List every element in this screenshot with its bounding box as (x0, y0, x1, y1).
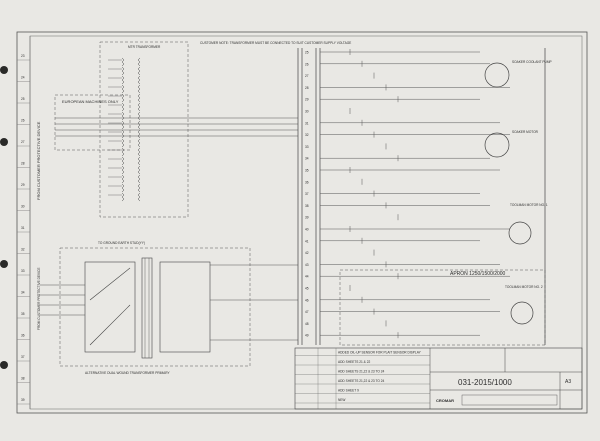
rung-number: 39 (305, 216, 309, 220)
inner-border (29, 35, 583, 410)
binder-hole (0, 66, 8, 74)
rung-number: 48 (305, 322, 309, 326)
scale-number: 31 (21, 226, 25, 230)
motor-label: TOOLMAN MOTOR NO. 1 (510, 203, 548, 207)
scale-number: 24 (21, 76, 25, 80)
scale-number: 34 (21, 291, 25, 295)
toolman-region (339, 269, 546, 346)
revision-desc: ADD SHEETS 21,22 & 23 TO 24 (338, 379, 385, 383)
transformer-coils (108, 57, 141, 202)
revision-desc: ADD SHEET 9 (338, 389, 359, 393)
motor-label: SOAKER MOTOR (512, 130, 539, 134)
drawing-number: 031-2015/1000 (458, 378, 512, 387)
scale-number: 37 (21, 355, 25, 359)
rung-number: 42 (305, 251, 309, 255)
rung-number: 49 (305, 334, 309, 338)
top-note: CUSTOMER NOTE: TRANSFORMER MUST BE CONNE… (200, 41, 351, 45)
revision-desc: NEW (338, 398, 345, 402)
transformer-block: MTR TRANSFORMER (99, 41, 189, 218)
title-block: ADDED OIL-UP SENSOR FOR PLAIT SENSOR DIS… (294, 347, 583, 410)
scale-number: 23 (21, 54, 25, 58)
rung-number: 38 (305, 204, 309, 208)
drawing-border (16, 31, 588, 414)
motor-symbols: SOAKER COOLANT PUMP SOAKER MOTOR TOOLMAN… (484, 60, 552, 325)
ladder-rungs (320, 49, 510, 339)
bus-lines (297, 48, 546, 345)
rung-number: 44 (305, 275, 309, 279)
scale-number: 25 (21, 97, 25, 101)
rung-number: 31 (305, 121, 309, 125)
motor-symbol (508, 221, 532, 245)
alt-transformer-caption: ALTERNATIVE DUAL WOUND TRANSFORMER PRIMA… (85, 371, 171, 375)
vertical-note: FROM CUSTOMER PROTECTIVE DEVICE (37, 268, 41, 330)
scale-number: 26 (21, 119, 25, 123)
scale-number: 38 (21, 377, 25, 381)
rung-number: 26 (305, 62, 309, 66)
scale-number: 33 (21, 269, 25, 273)
alt-transformer-block: TO GROUND EARTH STUD(YY) ALTERNATIVE DUA… (59, 241, 251, 375)
vertical-note: FROM CUSTOMER PROTECTIVE DEVICE (36, 121, 41, 200)
motor-symbol (510, 301, 534, 325)
binder-hole (0, 138, 8, 146)
scale-number: 32 (21, 248, 25, 252)
rung-number: 47 (305, 310, 309, 314)
scale-number: 35 (21, 312, 25, 316)
rung-number: 29 (305, 98, 309, 102)
european-block: EUROPEAN MACHINES ONLY (54, 94, 131, 151)
rung-number: 46 (305, 298, 309, 302)
motor-label: TOOLMAN MOTOR NO. 2 (505, 285, 543, 289)
transformer-title: MTR TRANSFORMER (128, 45, 161, 49)
rung-number: 32 (305, 133, 309, 137)
binder-hole (0, 260, 8, 268)
scale-number: 30 (21, 205, 25, 209)
revision-table: ADDED OIL-UP SENSOR FOR PLAIT SENSOR DIS… (295, 348, 430, 409)
scale-number: 29 (21, 183, 25, 187)
motor-symbol (484, 132, 510, 158)
rung-number: 25 (305, 51, 309, 55)
motor-symbol (484, 62, 510, 88)
rung-numbers: 25 26 27 28 29 30 31 32 33 34 35 36 37 38 39 40 41 42 43 44… (305, 51, 309, 338)
rung-number: 28 (305, 86, 309, 90)
revision-desc: ADD SHEETS 21,22 & 23 TO 24 (338, 370, 385, 374)
sheet-size: A3 (565, 379, 571, 385)
scale-number: 36 (21, 334, 25, 338)
binder-hole (0, 361, 8, 369)
rung-number: 34 (305, 157, 309, 161)
alt-transformer-note: TO GROUND EARTH STUD(YY) (98, 241, 145, 245)
revision-desc: ADDED OIL-UP SENSOR FOR PLAIT SENSOR DIS… (338, 351, 422, 355)
scale-number: 28 (21, 162, 25, 166)
rung-number: 36 (305, 180, 309, 184)
model-label: APRON 1250/1500/2000 (450, 271, 506, 277)
european-title: EUROPEAN MACHINES ONLY (62, 99, 119, 104)
rung-number: 45 (305, 287, 309, 291)
rung-number: 40 (305, 228, 309, 232)
rung-number: 27 (305, 74, 309, 78)
revision-desc: ADD SHEETS 21 & 22 (338, 360, 370, 364)
rung-number: 35 (305, 169, 309, 173)
rung-number: 37 (305, 192, 309, 196)
company-name: CROMAR (436, 398, 454, 403)
scale-number: 39 (21, 398, 25, 402)
left-scale: 23 24 25 26 27 28 29 30 31 32 33 34 35 36 37 38 39 (17, 54, 30, 405)
rung-number: 30 (305, 110, 309, 114)
scale-number: 27 (21, 140, 25, 144)
feeder-lines (40, 117, 298, 341)
motor-label: SOAKER COOLANT PUMP (512, 60, 552, 64)
rung-number: 43 (305, 263, 309, 267)
rung-number: 33 (305, 145, 309, 149)
rung-number: 41 (305, 239, 309, 243)
